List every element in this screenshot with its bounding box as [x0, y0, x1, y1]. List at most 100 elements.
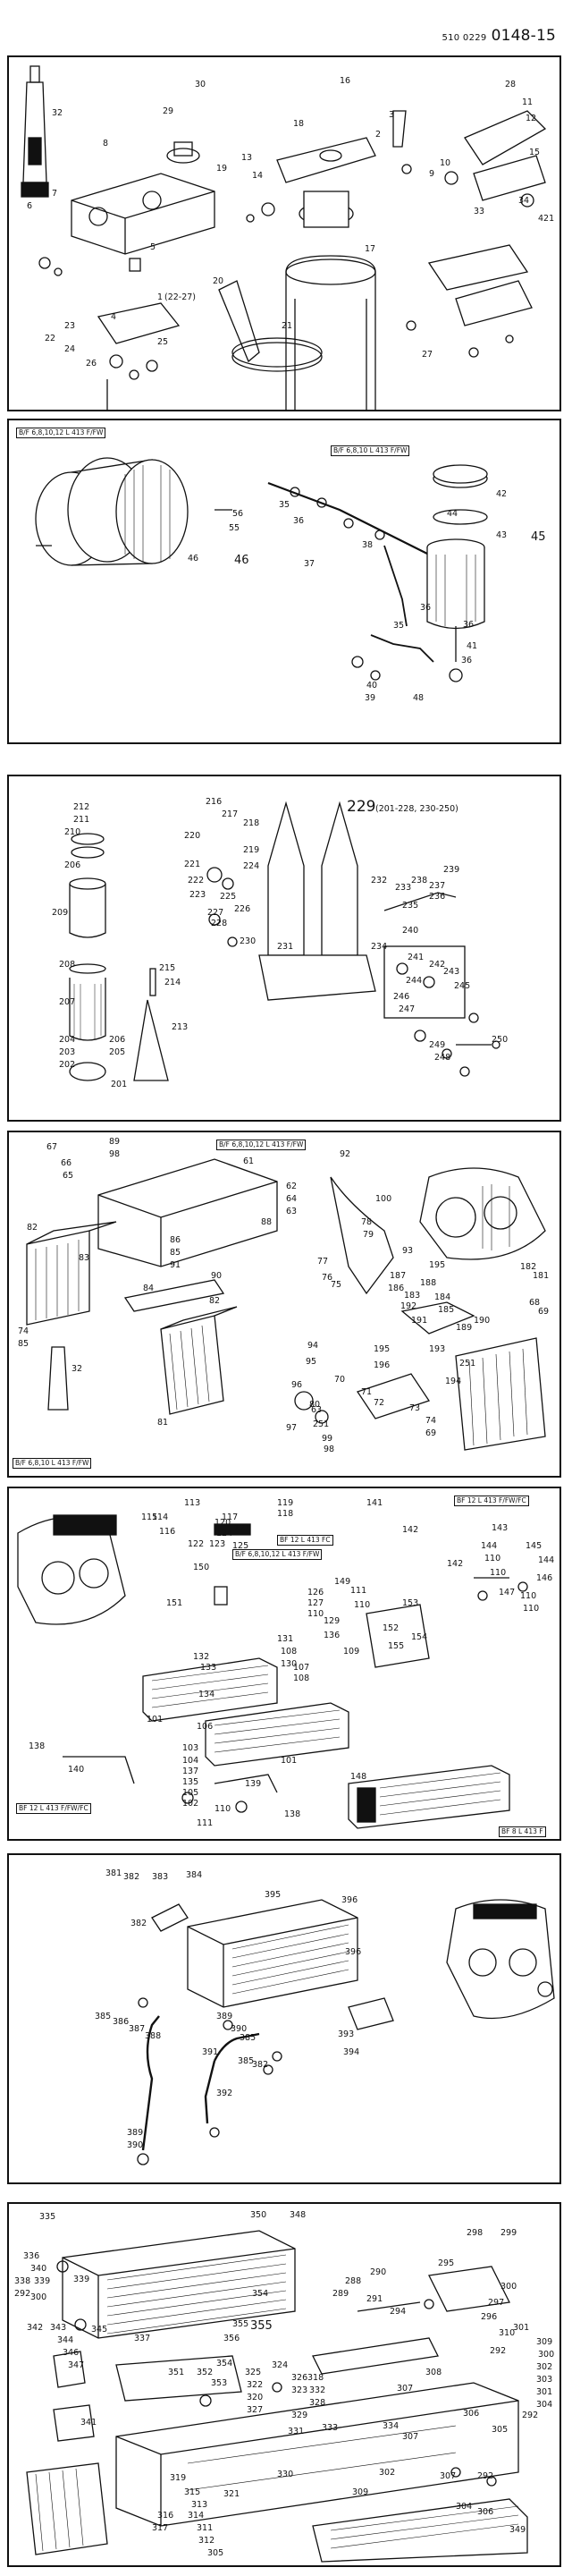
callout-label: 335	[39, 2212, 56, 2222]
callout-label: 303	[536, 2375, 553, 2385]
callout-label: 382	[123, 1872, 140, 1882]
callout-label: 292	[490, 2346, 507, 2356]
callout-label: 208	[59, 960, 76, 970]
callout-label: 216	[206, 797, 223, 807]
callout-label: 36	[293, 516, 305, 526]
callout-label: 109	[343, 1647, 360, 1657]
panel-oil-cooler-variants-drawing	[17, 1514, 528, 1829]
callout-label: 322	[247, 2380, 264, 2390]
callout-label: 100	[375, 1194, 392, 1204]
callout-label: 2	[375, 130, 382, 140]
panel-cooling-air-guide-drawing	[26, 1158, 546, 1451]
callout-label: 247	[399, 1004, 416, 1014]
callout-label: 43	[496, 530, 508, 540]
callout-label: 191	[411, 1316, 428, 1326]
page-header: 510 0229 0148-15	[442, 27, 556, 45]
callout-label: 134	[198, 1690, 215, 1699]
callout-label: 240	[402, 926, 419, 936]
callout-label: 131	[277, 1634, 294, 1644]
callout-label: 93	[402, 1246, 414, 1256]
callout-label: 295	[438, 2258, 455, 2268]
callout-label: 205	[109, 1047, 126, 1057]
callout-label: 90	[211, 1271, 223, 1281]
model-tag: B/F 6,8,10 L 413 F/FW	[13, 1458, 92, 1469]
callout-label: 17	[365, 244, 376, 254]
callout-label: 300	[538, 2350, 555, 2360]
callout-label: 222	[188, 876, 205, 886]
callout-label: 351	[168, 2368, 185, 2377]
callout-label: 30	[195, 80, 206, 89]
callout-label: 316	[157, 2511, 174, 2521]
callout-label: 312	[198, 2536, 215, 2546]
callout-label: 37	[304, 559, 315, 569]
callout-label: 129	[324, 1616, 341, 1626]
callout-label: 77	[317, 1257, 329, 1267]
callout-label: 81	[157, 1418, 169, 1428]
callout-label: 308	[425, 2368, 442, 2377]
callout-label: 233	[395, 883, 412, 893]
callout-label: 110	[523, 1604, 540, 1614]
callout-label: 182	[520, 1262, 537, 1272]
callout-label: 294	[390, 2307, 407, 2317]
callout-label: 69	[538, 1307, 550, 1317]
callout-label: 110	[307, 1609, 324, 1619]
callout-label: 110	[214, 1804, 231, 1814]
callout-label: 353	[211, 2378, 228, 2388]
callout-label: 300	[500, 2282, 517, 2292]
panel-cooling-air-guide: B/F 6,8,10,12 L 413 F/FW B/F 6,8,10 L 41…	[7, 1131, 561, 1478]
callout-label: 184	[434, 1292, 451, 1302]
callout-label: 396	[341, 1895, 358, 1905]
callout-label: 147	[499, 1588, 516, 1597]
callout-label: 72	[374, 1398, 385, 1408]
callout-label: 332	[309, 2385, 326, 2395]
callout-label: 298	[467, 2228, 484, 2238]
callout-label: 344	[57, 2335, 74, 2345]
callout-label: 212	[73, 802, 90, 812]
callout-label: 42	[496, 489, 508, 499]
callout-label: 202	[59, 1060, 76, 1070]
callout-label: 89	[109, 1137, 121, 1147]
callout-label: 132	[193, 1652, 210, 1662]
callout-label: 103	[182, 1743, 199, 1753]
callout-label: 119	[277, 1498, 294, 1508]
callout-label: 27	[422, 350, 433, 360]
callout-label: 209	[52, 908, 69, 918]
callout-label: 111	[197, 1818, 214, 1828]
callout-label: 309	[352, 2487, 369, 2497]
callout-label: 110	[520, 1591, 537, 1601]
callout-label: 310	[499, 2328, 516, 2338]
callout-label: 106	[197, 1722, 214, 1732]
callout-label: 181	[533, 1271, 550, 1281]
callout-label: 326	[291, 2373, 308, 2383]
callout-label: 73	[409, 1403, 421, 1413]
callout-label: 187	[390, 1271, 407, 1281]
callout-label: 354	[216, 2359, 233, 2368]
callout-label: 338	[14, 2276, 31, 2286]
callout-label: 343	[50, 2323, 67, 2333]
callout-label: 215	[159, 963, 176, 973]
callout-label: 28	[505, 80, 517, 89]
callout-label: 394	[343, 2047, 360, 2057]
callout-label: 97	[286, 1423, 298, 1433]
panel-fuel-filter: 212 211 210 206 209 208 207 204 203 202 …	[7, 775, 561, 1122]
model-tag: B/F 6,8,10,12 L 413 F/FW	[232, 1549, 323, 1560]
callout-label: 74	[18, 1326, 29, 1336]
callout-label: 342	[27, 2323, 44, 2333]
callout-label: 382	[130, 1919, 147, 1928]
callout-label: 292	[522, 2411, 539, 2420]
callout-label: 149	[334, 1577, 351, 1587]
callout-label: 350	[250, 2210, 267, 2220]
callout-label: 382	[252, 2060, 269, 2070]
callout-label: 292	[477, 2471, 494, 2481]
model-tag: BF 8 L 413 F	[499, 1826, 546, 1837]
callout-label: 48	[413, 693, 425, 703]
callout-label: 9	[429, 169, 435, 179]
callout-label: 21	[282, 321, 293, 331]
callout-label: 144	[538, 1555, 555, 1565]
callout-label: 320	[247, 2393, 264, 2402]
callout-label: 85	[170, 1248, 181, 1258]
panel-oil-cooler-lines-drawing	[137, 1899, 555, 2165]
callout-label: 108	[281, 1647, 298, 1657]
callout-label: 80	[309, 1400, 321, 1410]
callout-label: 301	[513, 2323, 530, 2333]
